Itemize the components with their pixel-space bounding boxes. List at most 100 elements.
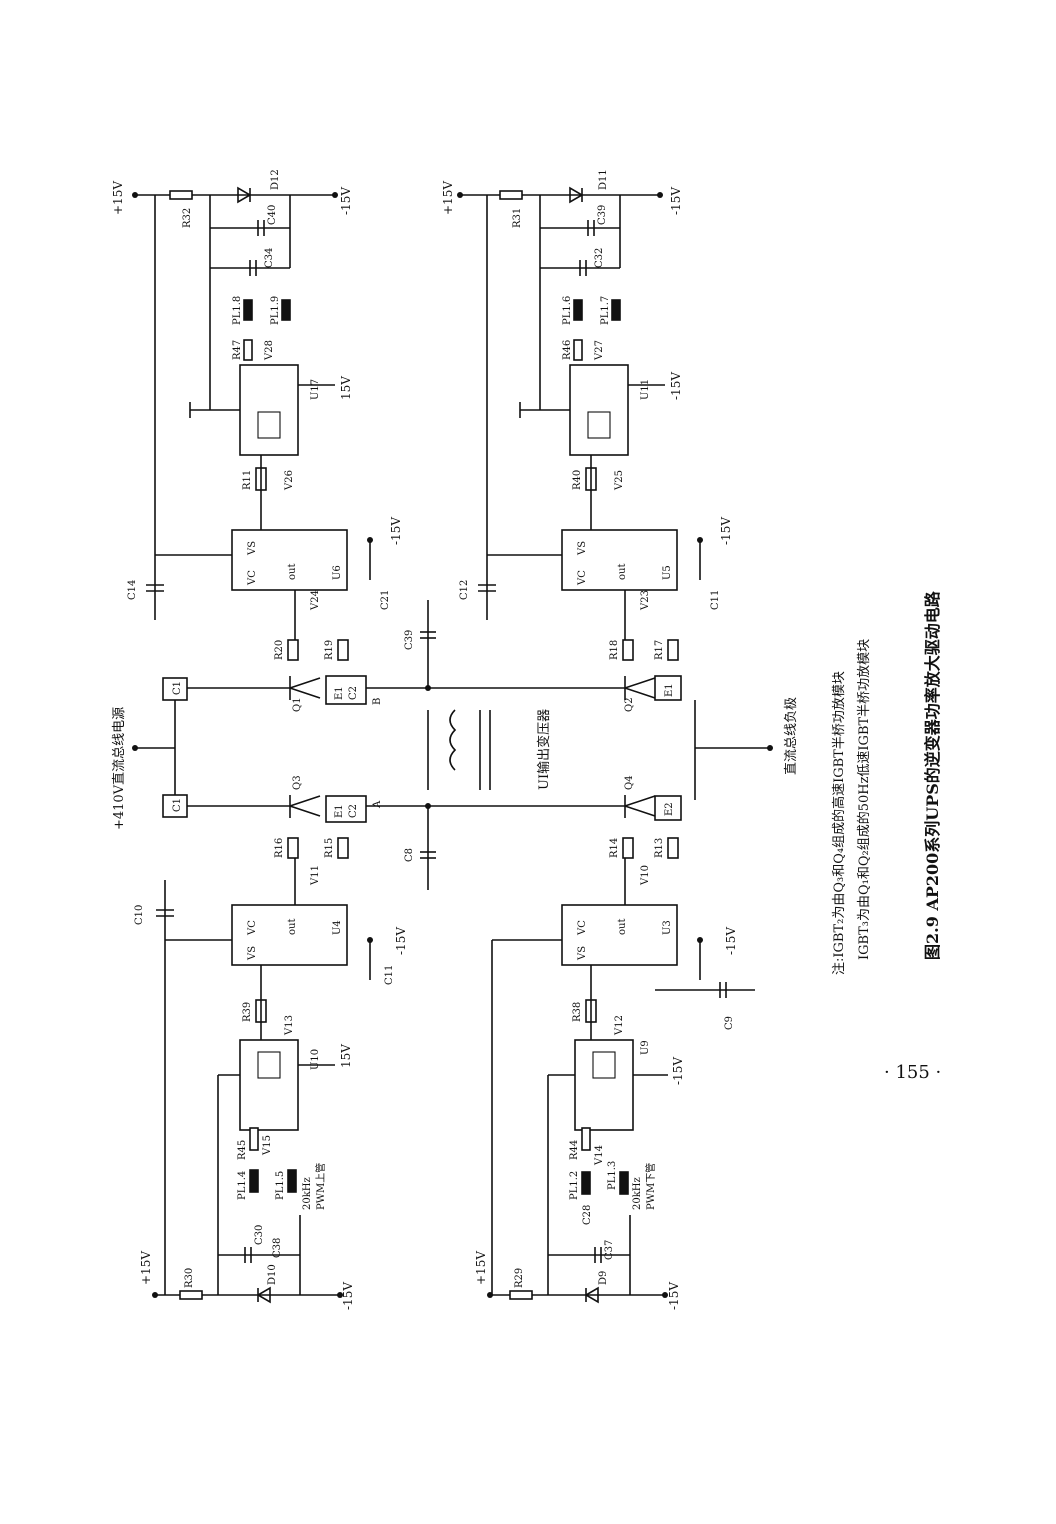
opto-led-icon xyxy=(257,411,281,439)
label-q4: Q4 xyxy=(624,775,635,790)
resistor-r46 xyxy=(573,339,583,361)
label-q1: Q1 xyxy=(292,697,303,712)
pin-out-u6: out xyxy=(287,564,298,580)
resistor-r47 xyxy=(243,339,253,361)
label-c1-bottom: C1 xyxy=(172,798,183,812)
module-e1c2-q3 xyxy=(325,795,367,823)
opto-u17 xyxy=(239,364,299,456)
label-r46: R46 xyxy=(562,340,573,360)
transformer-winding xyxy=(449,709,457,771)
label-m15-u6: -15V xyxy=(389,517,403,545)
resistor-r17 xyxy=(667,639,679,661)
label-v10: V10 xyxy=(640,865,651,886)
label-transformer: UI输出变压器 xyxy=(536,709,552,790)
label-v25: V25 xyxy=(614,470,625,491)
label-c9: C9 xyxy=(724,1016,735,1030)
label-m15-u11: -15V xyxy=(669,372,683,400)
label-c8: C8 xyxy=(404,848,415,862)
label-u17: U17 xyxy=(310,379,321,400)
label-c10: C10 xyxy=(134,905,145,925)
pin-vs-u6: VS xyxy=(247,541,258,556)
label-r44: R44 xyxy=(569,1140,580,1160)
label-r30: R30 xyxy=(184,1268,195,1288)
opto-led-icon-br xyxy=(592,1051,616,1079)
label-c11-bl: C11 xyxy=(384,965,395,985)
label-e1: E1 xyxy=(334,686,345,700)
label-c40: C40 xyxy=(267,205,278,225)
label-v26: V26 xyxy=(284,470,295,491)
label-u5: U5 xyxy=(662,565,673,580)
label-r40: R40 xyxy=(572,470,583,490)
label-pwm-down: PWM下管 xyxy=(644,1163,657,1210)
label-p15-bl: +15V xyxy=(139,1251,153,1285)
figure-caption: 图2.9 AP200系列UPS的逆变器功率放大驱动电路 xyxy=(923,590,942,960)
opto-u9 xyxy=(574,1039,634,1131)
label-d10: D10 xyxy=(267,1264,278,1285)
terminal-e1-q2 xyxy=(654,675,682,701)
figure-note-1: 注:IGBT₂为由Q₃和Q₄组成的高速IGBT半桥功放模块 xyxy=(831,671,847,975)
label-c34: C34 xyxy=(264,248,275,268)
label-dc-bus-neg: 直流总线负极 xyxy=(784,697,799,775)
label-v11: V11 xyxy=(310,865,321,886)
figure-note-2: IGBT₃为由Q₁和Q₂组成的50Hz低速IGBT半桥功放模块 xyxy=(856,639,872,960)
terminal-e2 xyxy=(654,795,682,821)
label-v14: V14 xyxy=(594,1145,605,1166)
label-u3: U3 xyxy=(662,920,673,935)
pin-vs-u5: VS xyxy=(577,541,588,556)
connector-pl19 xyxy=(281,299,291,321)
label-r20: R20 xyxy=(274,640,285,660)
diode-d11 xyxy=(569,186,584,204)
opto-led-icon-tr xyxy=(587,411,611,439)
resistor-r29 xyxy=(509,1290,533,1300)
label-r13: R13 xyxy=(654,838,665,858)
diode-d10 xyxy=(256,1286,271,1304)
label-c39: C39 xyxy=(404,630,415,650)
label-r29: R29 xyxy=(514,1268,525,1288)
label-r19: R19 xyxy=(324,640,335,660)
label-m15-u4: -15V xyxy=(394,927,408,955)
label-c28: C28 xyxy=(582,1205,593,1225)
label-m15-u9: -15V xyxy=(671,1057,685,1085)
page-number: · 155 · xyxy=(884,1062,942,1083)
label-c11-tr: C11 xyxy=(710,590,721,610)
label-p15-tr: +15V xyxy=(441,181,455,215)
label-p15-tl: +15V xyxy=(111,181,125,215)
connector-pl15 xyxy=(287,1169,297,1193)
connector-pl14 xyxy=(249,1169,259,1193)
pin-vs-u4: VS xyxy=(247,946,258,961)
label-c2-q3: C2 xyxy=(348,804,359,818)
label-d11: D11 xyxy=(598,169,609,190)
label-pl14: PL1.4 xyxy=(237,1171,248,1200)
label-c37: C37 xyxy=(604,1240,615,1260)
terminal-c1-top xyxy=(162,677,188,701)
driver-u3 xyxy=(561,904,678,966)
pin-vc-u6: VC xyxy=(247,570,258,586)
label-d12: D12 xyxy=(270,169,281,190)
label-freq-bl: 20kHz xyxy=(302,1177,313,1210)
label-pl19: PL1.9 xyxy=(270,296,281,325)
pin-out-u5: out xyxy=(617,564,628,580)
label-pl12: PL1.2 xyxy=(569,1171,580,1200)
label-v23: V23 xyxy=(640,590,651,611)
label-v27: V27 xyxy=(594,340,605,361)
driver-u5 xyxy=(561,529,678,591)
label-pwm-up: PWM上管 xyxy=(314,1163,327,1210)
label-pl17: PL1.7 xyxy=(600,296,611,325)
resistor-r32 xyxy=(169,190,193,200)
label-r14: R14 xyxy=(609,838,620,858)
label-c38: C38 xyxy=(272,1238,283,1258)
label-r15: R15 xyxy=(324,838,335,858)
label-m15-u3: -15V xyxy=(724,927,738,955)
label-r16: R16 xyxy=(274,838,285,858)
label-v15-tl: 15V xyxy=(339,376,353,400)
label-pl18: PL1.8 xyxy=(232,296,243,325)
label-q3: Q3 xyxy=(292,775,303,790)
label-r45: R45 xyxy=(237,1140,248,1160)
label-c1-top: C1 xyxy=(172,681,183,695)
label-v15-in: V15 xyxy=(262,1135,273,1156)
connector-pl16 xyxy=(573,299,583,321)
label-r38: R38 xyxy=(572,1002,583,1022)
label-r31: R31 xyxy=(512,208,523,228)
resistor-r15 xyxy=(337,837,349,859)
pin-out-u4: out xyxy=(287,919,298,935)
